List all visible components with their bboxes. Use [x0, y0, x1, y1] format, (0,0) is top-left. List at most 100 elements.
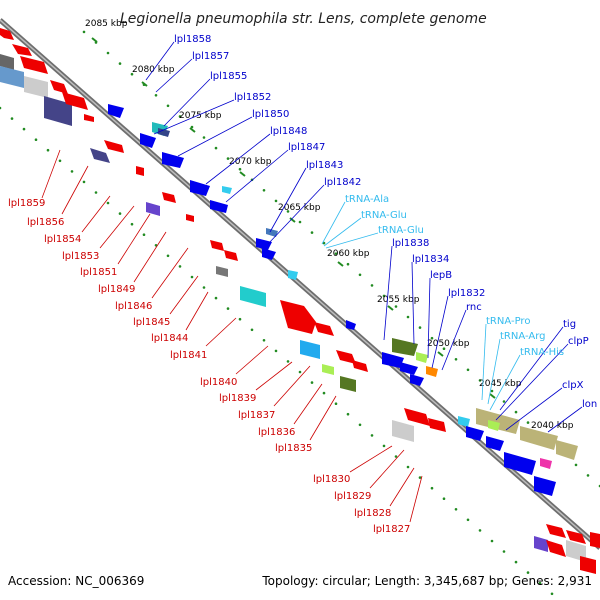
gene-feature[interactable] — [486, 436, 504, 451]
gene-feature[interactable] — [546, 524, 566, 538]
gene-feature[interactable] — [210, 240, 224, 251]
gene-feature[interactable] — [90, 148, 110, 163]
gene-label[interactable]: lpl1830 — [313, 474, 350, 485]
gene-label[interactable]: lepB — [430, 270, 452, 281]
gene-feature[interactable] — [108, 104, 124, 118]
gene-label[interactable]: lpl1828 — [354, 508, 391, 519]
gene-label[interactable]: lon — [582, 399, 597, 410]
gene-feature[interactable] — [410, 374, 424, 386]
gene-feature[interactable] — [488, 420, 500, 431]
gene-label[interactable]: lpl1848 — [270, 126, 307, 137]
gene-label[interactable]: lpl1827 — [373, 524, 410, 535]
gene-feature[interactable] — [0, 54, 14, 70]
gene-feature[interactable] — [340, 376, 356, 392]
gene-feature[interactable] — [222, 186, 232, 194]
gene-label[interactable]: lpl1845 — [133, 317, 170, 328]
gene-feature[interactable] — [84, 114, 94, 122]
gene-label[interactable]: tRNA-His — [520, 347, 564, 358]
gene-label[interactable]: clpP — [568, 336, 589, 347]
gene-label[interactable]: tRNA-Arg — [500, 331, 545, 342]
gene-feature[interactable] — [256, 238, 272, 250]
gene-label[interactable]: lpl1835 — [275, 443, 312, 454]
gene-label[interactable]: lpl1841 — [170, 350, 207, 361]
gene-feature[interactable] — [458, 416, 470, 427]
gene-label[interactable]: lpl1840 — [200, 377, 237, 388]
gene-label[interactable]: lpl1849 — [98, 284, 135, 295]
gene-label[interactable]: lpl1853 — [62, 251, 99, 262]
gene-feature[interactable] — [580, 556, 596, 574]
gene-label[interactable]: lpl1834 — [412, 254, 449, 265]
gene-feature[interactable] — [0, 28, 14, 40]
gene-feature[interactable] — [300, 340, 320, 359]
gene-feature[interactable] — [280, 300, 316, 334]
gene-feature[interactable] — [400, 362, 418, 375]
gene-feature[interactable] — [346, 320, 356, 330]
gene-feature[interactable] — [428, 418, 446, 432]
gene-feature[interactable] — [190, 180, 210, 196]
gene-feature[interactable] — [534, 536, 548, 552]
gene-label[interactable]: lpl1856 — [27, 217, 64, 228]
gene-feature[interactable] — [12, 44, 32, 56]
gene-feature[interactable] — [556, 440, 578, 460]
gene-feature[interactable] — [314, 322, 334, 336]
gene-feature[interactable] — [136, 166, 144, 176]
gene-label[interactable]: lpl1851 — [80, 267, 117, 278]
gene-feature[interactable] — [336, 350, 356, 364]
gene-feature[interactable] — [546, 540, 566, 557]
gene-label[interactable]: tig — [563, 319, 576, 330]
gene-label[interactable]: rnc — [466, 302, 482, 313]
gene-feature[interactable] — [240, 286, 266, 307]
gene-feature[interactable] — [382, 352, 404, 368]
gene-feature[interactable] — [404, 408, 430, 426]
gene-feature[interactable] — [466, 426, 484, 441]
gene-label[interactable]: lpl1858 — [174, 34, 211, 45]
gene-label[interactable]: lpl1857 — [192, 51, 229, 62]
gene-feature[interactable] — [520, 426, 558, 450]
gene-feature[interactable] — [504, 452, 536, 475]
gene-feature[interactable] — [534, 476, 556, 496]
gene-feature[interactable] — [162, 192, 176, 203]
gene-label[interactable]: tRNA-Glu — [361, 210, 407, 221]
gene-label[interactable]: lpl1839 — [219, 393, 256, 404]
gene-feature[interactable] — [44, 96, 72, 126]
gene-feature[interactable] — [322, 364, 334, 375]
gene-label[interactable]: lpl1847 — [288, 142, 325, 153]
gene-label[interactable]: lpl1850 — [252, 109, 289, 120]
gene-label[interactable]: lpl1836 — [258, 427, 295, 438]
gene-feature[interactable] — [262, 248, 276, 260]
gene-feature[interactable] — [162, 152, 184, 168]
gene-label[interactable]: lpl1829 — [334, 491, 371, 502]
gene-label[interactable]: lpl1842 — [324, 177, 361, 188]
gene-feature[interactable] — [426, 366, 438, 377]
gene-label[interactable]: lpl1852 — [234, 92, 271, 103]
gene-label[interactable]: lpl1832 — [448, 288, 485, 299]
gene-feature[interactable] — [224, 250, 238, 261]
gene-feature[interactable] — [104, 140, 124, 153]
gene-feature[interactable] — [266, 228, 278, 237]
gene-feature[interactable] — [288, 270, 298, 280]
gene-feature[interactable] — [210, 200, 228, 213]
gene-feature[interactable] — [392, 420, 414, 442]
gene-feature[interactable] — [186, 214, 194, 222]
gene-feature[interactable] — [416, 352, 428, 363]
gene-feature[interactable] — [146, 202, 160, 216]
gene-label[interactable]: lpl1854 — [44, 234, 81, 245]
gene-feature[interactable] — [540, 458, 552, 469]
gene-feature[interactable] — [50, 80, 68, 94]
gene-label[interactable]: tRNA-Glu — [378, 225, 424, 236]
gene-feature[interactable] — [140, 133, 156, 148]
gene-label[interactable]: lpl1837 — [238, 410, 275, 421]
gene-label[interactable]: lpl1838 — [392, 238, 429, 249]
gene-feature[interactable] — [20, 56, 48, 74]
gene-label[interactable]: lpl1859 — [8, 198, 45, 209]
gene-label[interactable]: lpl1843 — [306, 160, 343, 171]
gene-feature[interactable] — [0, 66, 24, 88]
gene-feature[interactable] — [24, 76, 48, 98]
gene-label[interactable]: lpl1844 — [151, 333, 188, 344]
gene-label[interactable]: tRNA-Ala — [345, 194, 389, 205]
gene-feature[interactable] — [158, 128, 170, 137]
gene-label[interactable]: tRNA-Pro — [486, 316, 530, 327]
gene-feature[interactable] — [352, 360, 368, 372]
gene-label[interactable]: lpl1855 — [210, 71, 247, 82]
gene-label[interactable]: clpX — [562, 380, 584, 391]
